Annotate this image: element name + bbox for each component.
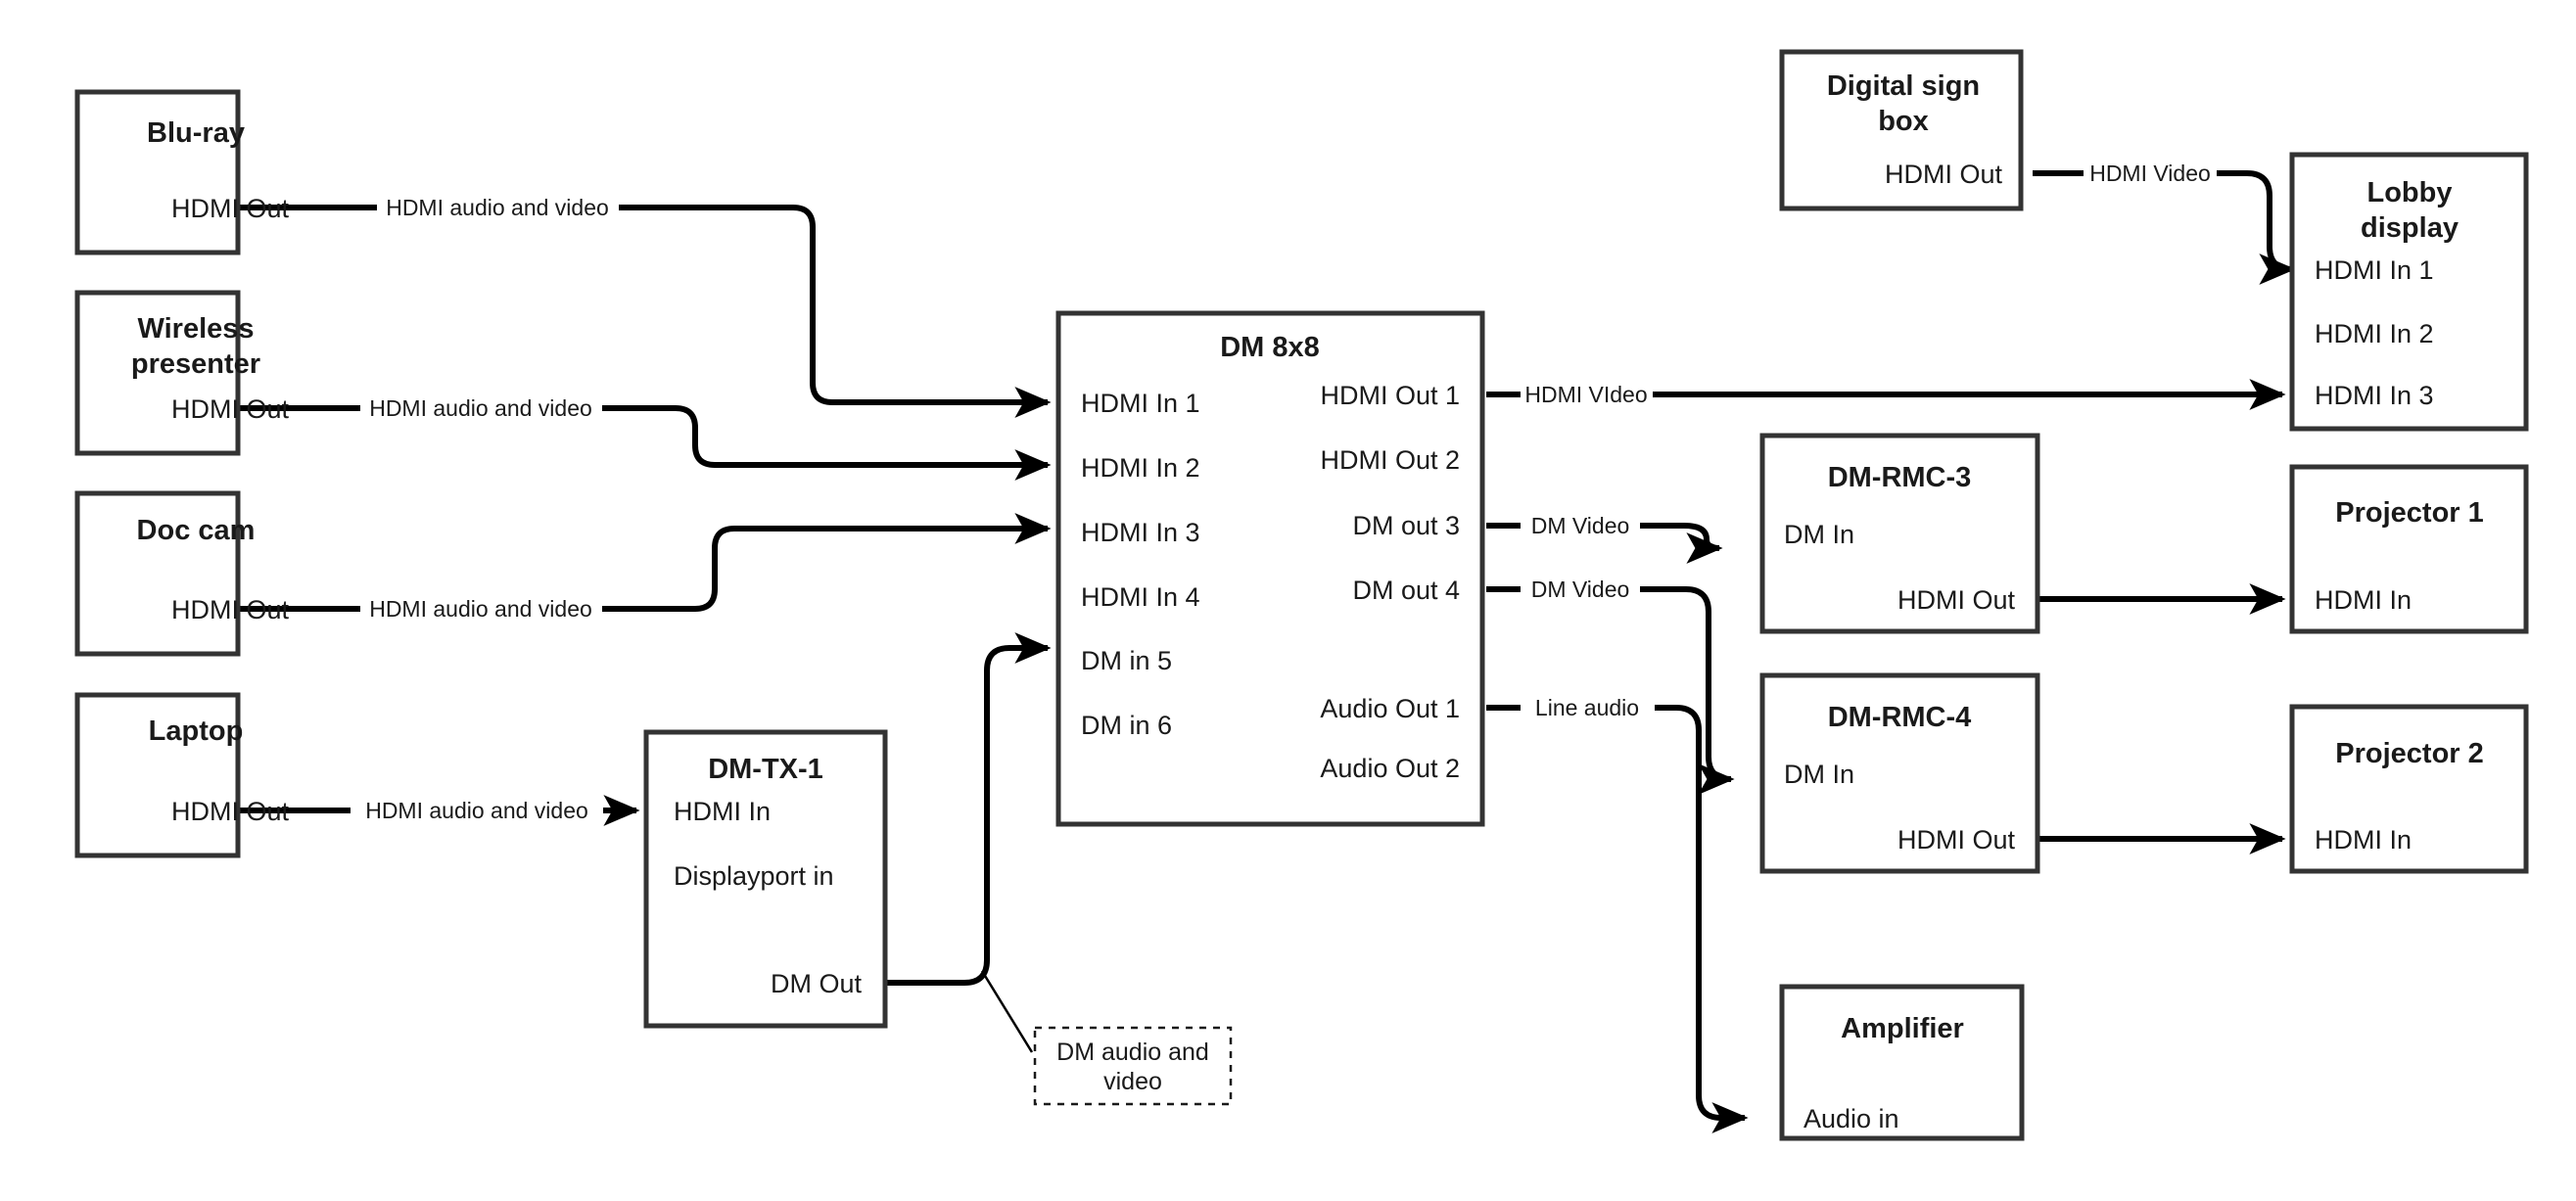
device-dm-8x8[interactable]: DM 8x8 HDMI In 1 HDMI In 2 HDMI In 3 HDM… xyxy=(1055,310,1485,827)
device-lobby-display-input-2: HDMI In 2 xyxy=(2315,319,2434,348)
label-dm8x8-dmout3-to-rmc3: DM Video xyxy=(1531,513,1630,538)
device-doc-cam-title: Doc cam xyxy=(137,515,256,546)
label-dm8x8-dmout4-to-rmc4: DM Video xyxy=(1531,577,1630,602)
device-projector-2-title: Projector 2 xyxy=(2335,738,2484,769)
device-wireless-presenter-title-line1: Wireless xyxy=(137,313,254,345)
device-dm-tx-1-frame xyxy=(643,729,888,1029)
device-dm-8x8-output-5: Audio Out 1 xyxy=(1320,694,1460,723)
wire-dm8x8-audioout1-to-amplifier xyxy=(1486,705,1745,1118)
device-dm-rmc-4-port-in: DM In xyxy=(1784,760,1854,789)
device-dm-8x8-output-3: DM out 3 xyxy=(1352,511,1460,540)
device-dm-rmc-4-frame xyxy=(1759,672,2040,874)
device-wireless-presenter-frame xyxy=(74,290,241,456)
device-bluray-title: Blu-ray xyxy=(147,117,245,149)
device-dm-8x8-output-1: HDMI Out 1 xyxy=(1320,381,1460,410)
wire-digitalsign-to-lobby xyxy=(2033,170,2292,269)
device-dm-rmc-3-port-out: HDMI Out xyxy=(1897,585,2016,615)
device-doc-cam-port-out: HDMI Out xyxy=(171,595,290,624)
device-lobby-display-input-3: HDMI In 3 xyxy=(2315,381,2434,410)
device-dm-tx-1[interactable]: DM-TX-1 HDMI In Displayport in DM Out xyxy=(643,729,888,1029)
label-dm8x8-hdmiout1-to-lobby: HDMI VIdeo xyxy=(1524,382,1647,407)
device-doc-cam-frame xyxy=(74,490,241,657)
label-wireless-to-dm8x8: HDMI audio and video xyxy=(369,395,592,421)
device-laptop-port-out: HDMI Out xyxy=(171,797,290,826)
device-lobby-display-title-line1: Lobby xyxy=(2367,177,2453,208)
device-digital-sign-box-port-out: HDMI Out xyxy=(1885,160,2003,189)
label-digitalsign-to-lobby: HDMI Video xyxy=(2089,161,2211,186)
wire-dmtx1-to-dm8x8 xyxy=(885,632,1052,986)
device-laptop[interactable]: Laptop HDMI Out xyxy=(74,692,290,858)
device-dm-tx-1-port-dm-out: DM Out xyxy=(771,969,863,998)
label-bluray-to-dm8x8: HDMI audio and video xyxy=(386,195,609,220)
wire-wireless-to-dm8x8 xyxy=(238,405,1048,465)
device-dm-8x8-input-1: HDMI In 1 xyxy=(1081,389,1200,418)
device-digital-sign-box[interactable]: Digital sign box HDMI Out xyxy=(1779,49,2024,211)
wire-dm8x8-dmout4-to-rmc4 xyxy=(1486,586,1731,779)
device-dm-rmc-4-port-out: HDMI Out xyxy=(1897,825,2016,855)
label-dm8x8-audioout1-to-amplifier: Line audio xyxy=(1535,695,1639,720)
device-dm-8x8-output-6: Audio Out 2 xyxy=(1320,754,1460,783)
device-amplifier[interactable]: Amplifier Audio in xyxy=(1779,984,2025,1141)
device-dm-rmc-3-port-in: DM In xyxy=(1784,520,1854,549)
device-lobby-display-title-line2: display xyxy=(2361,212,2459,244)
device-dm-rmc-4[interactable]: DM-RMC-4 DM In HDMI Out xyxy=(1759,672,2040,874)
device-doc-cam[interactable]: Doc cam HDMI Out xyxy=(74,490,290,657)
device-dm-rmc-3[interactable]: DM-RMC-3 DM In HDMI Out xyxy=(1759,433,2040,634)
device-dm-8x8-frame xyxy=(1055,310,1485,827)
device-laptop-title: Laptop xyxy=(149,716,244,747)
device-dm-8x8-input-4: HDMI In 4 xyxy=(1081,582,1200,612)
callout-dm-audio-and-video-frame xyxy=(1033,1026,1233,1106)
device-lobby-display-frame xyxy=(2289,152,2529,432)
label-laptop-to-dmtx1: HDMI audio and video xyxy=(365,798,588,823)
device-dm-8x8-title: DM 8x8 xyxy=(1220,332,1320,363)
device-wireless-presenter[interactable]: Wireless presenter HDMI Out xyxy=(74,290,290,456)
device-wireless-presenter-port-out: HDMI Out xyxy=(171,394,290,424)
device-dm-rmc-3-frame xyxy=(1759,433,2040,634)
device-bluray-frame xyxy=(74,89,241,255)
device-lobby-display[interactable]: Lobby display HDMI In 1 HDMI In 2 HDMI I… xyxy=(2289,152,2529,432)
device-dm-8x8-input-5: DM in 5 xyxy=(1081,646,1172,675)
device-dm-8x8-input-6: DM in 6 xyxy=(1081,711,1172,740)
callout-dm-audio-and-video-line2: video xyxy=(1103,1068,1162,1095)
device-dm-8x8-output-2: HDMI Out 2 xyxy=(1320,445,1460,475)
wire-dm8x8-dmout3-to-rmc3 xyxy=(1486,526,1719,548)
device-dm-tx-1-title: DM-TX-1 xyxy=(708,754,823,785)
device-dm-8x8-input-2: HDMI In 2 xyxy=(1081,453,1200,483)
device-wireless-presenter-title-line2: presenter xyxy=(131,348,260,380)
device-digital-sign-box-frame xyxy=(1779,49,2024,211)
device-dm-rmc-4-title: DM-RMC-4 xyxy=(1828,702,1972,733)
device-bluray[interactable]: Blu-ray HDMI Out xyxy=(74,89,290,255)
device-dm-8x8-output-4: DM out 4 xyxy=(1352,576,1460,605)
wire-doccam-to-dm8x8 xyxy=(238,529,1048,612)
device-projector-2-port-in: HDMI In xyxy=(2315,825,2412,855)
device-dm-tx-1-port-displayport-in: Displayport in xyxy=(674,861,834,891)
device-dm-rmc-3-title: DM-RMC-3 xyxy=(1828,462,1972,493)
device-projector-1-title: Projector 1 xyxy=(2335,497,2484,529)
device-projector-1[interactable]: Projector 1 HDMI In xyxy=(2289,464,2529,634)
device-digital-sign-box-title-line2: box xyxy=(1878,106,1929,137)
device-projector-1-frame xyxy=(2289,464,2529,634)
callout-leader-line xyxy=(980,970,1034,1053)
callout-dm-audio-and-video: DM audio and video xyxy=(1033,1026,1233,1106)
device-dm-tx-1-port-hdmi-in: HDMI In xyxy=(674,797,771,826)
device-amplifier-frame xyxy=(1779,984,2025,1141)
device-bluray-port-out: HDMI Out xyxy=(171,194,290,223)
device-projector-2-frame xyxy=(2289,704,2529,874)
callout-dm-audio-and-video-line1: DM audio and xyxy=(1056,1039,1209,1066)
device-laptop-frame xyxy=(74,692,241,858)
wire-bluray-to-dm8x8 xyxy=(238,205,1048,402)
device-amplifier-title: Amplifier xyxy=(1841,1013,1964,1044)
device-lobby-display-input-1: HDMI In 1 xyxy=(2315,255,2434,285)
device-digital-sign-box-title-line1: Digital sign xyxy=(1827,70,1980,102)
label-doccam-to-dm8x8: HDMI audio and video xyxy=(369,596,592,622)
device-amplifier-port-in: Audio in xyxy=(1803,1104,1899,1133)
device-projector-2[interactable]: Projector 2 HDMI In xyxy=(2289,704,2529,874)
device-dm-8x8-input-3: HDMI In 3 xyxy=(1081,518,1200,547)
device-projector-1-port-in: HDMI In xyxy=(2315,585,2412,615)
